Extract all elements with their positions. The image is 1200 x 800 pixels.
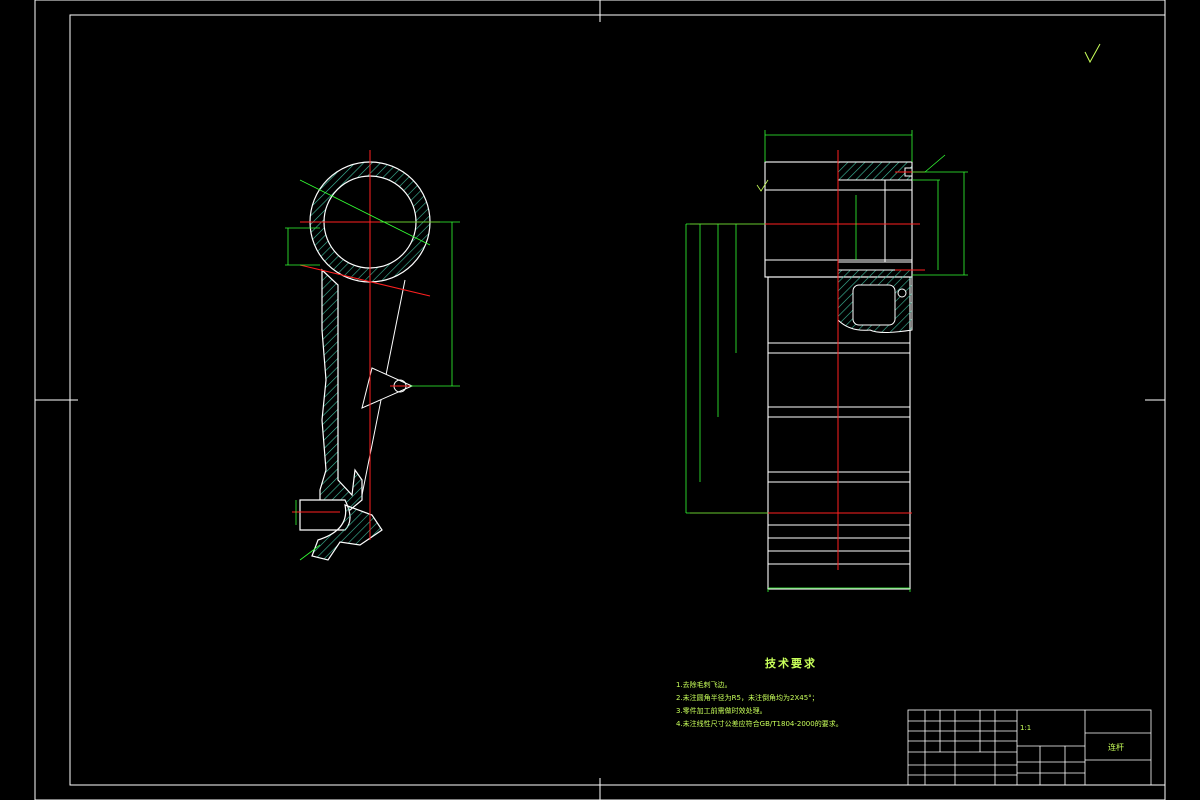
roughness-mark-icon [756, 179, 769, 192]
title-block-grid [907, 709, 1152, 786]
roughness-symbol-icon [1084, 43, 1101, 64]
part-name: 连杆 [1108, 743, 1124, 752]
section-side [837, 179, 913, 263]
note-line-3: 3.零件加工前需做时效处理。 [676, 707, 767, 715]
notes-title: 技术要求 [765, 657, 817, 670]
right-view-sleeve [685, 130, 968, 592]
technical-requirements: 技术要求 1.去除毛刺飞边。 2.未注圆角半径为R5，未注倒角均为2X45°； … [676, 655, 906, 731]
section-top [837, 161, 913, 181]
lever-arm [319, 268, 363, 511]
drawing-border [34, 0, 1166, 800]
note-line-4: 4.未注线性尺寸公差应符合GB/T1804-2000的要求。 [676, 720, 843, 728]
left-view-lever [285, 150, 460, 561]
drawing-scale: 1:1 [1020, 724, 1032, 732]
note-line-2: 2.未注圆角半径为R5，未注倒角均为2X45°； [676, 694, 819, 702]
title-block: 1:1 连杆 [908, 710, 1151, 784]
note-line-1: 1.去除毛刺飞边。 [676, 681, 732, 689]
